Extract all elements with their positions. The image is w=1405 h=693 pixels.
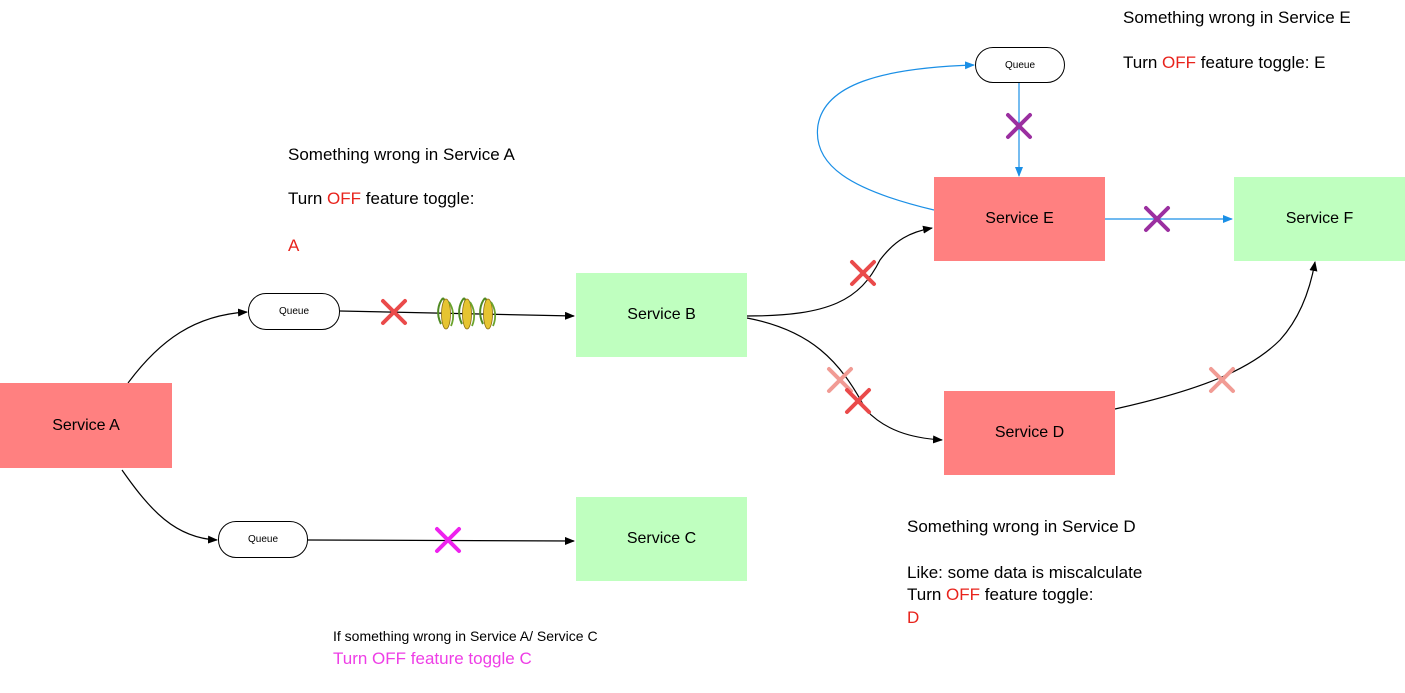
service-b-node: Service B	[576, 273, 747, 357]
service-a-node: Service A	[0, 383, 172, 468]
note-service-e-title: Something wrong in Service E	[1123, 8, 1351, 27]
cross-icon	[827, 367, 853, 393]
off-text: OFF	[1162, 53, 1197, 72]
note-service-a-title: Something wrong in Service A	[288, 145, 515, 164]
note-text: Turn	[288, 189, 328, 208]
service-f-node: Service F	[1234, 177, 1405, 261]
note-service-d-detail: Like: some data is miscalculate	[907, 563, 1143, 582]
edge-a-to-queue-bottom	[121, 469, 218, 544]
queue-label: Queue	[247, 534, 279, 545]
note-service-d-toggle-line: Turn OFF feature toggle:	[907, 586, 1093, 603]
edge-e-loop-to-queue	[816, 61, 975, 211]
note-service-d-toggle-name: D	[907, 608, 920, 627]
cross-icon	[435, 527, 461, 553]
queue-label: Queue	[278, 306, 310, 317]
edge-d-to-f	[1114, 261, 1318, 410]
note-service-c-toggle: Turn OFF feature toggle C	[333, 649, 532, 668]
cross-icon	[1144, 206, 1170, 232]
service-a-label: Service A	[52, 416, 120, 434]
note-service-a-toggle-name: A	[288, 236, 300, 255]
note-service-d-title: Something wrong in Service D	[907, 517, 1136, 536]
off-text: OFF	[327, 189, 362, 208]
cross-icon	[1006, 113, 1032, 139]
note-text: feature toggle:	[980, 585, 1094, 604]
queue-a-to-c: Queue	[218, 521, 308, 558]
service-c-node: Service C	[576, 497, 747, 581]
note-service-a-toggle-line: Turn OFF feature toggle:	[288, 190, 474, 207]
corn-icon	[437, 297, 455, 330]
note-text: feature toggle:	[361, 189, 475, 208]
queue-e-loop: Queue	[975, 47, 1065, 83]
edge-b-to-d	[746, 317, 943, 444]
cross-icon	[381, 299, 407, 325]
service-d-label: Service D	[994, 424, 1065, 441]
service-e-node: Service E	[934, 177, 1105, 261]
queue-a-to-b: Queue	[248, 293, 340, 330]
service-b-label: Service B	[627, 306, 696, 323]
queue-label: Queue	[1004, 59, 1036, 71]
corn-icon	[458, 297, 476, 330]
service-f-label: Service F	[1285, 210, 1354, 227]
corn-icon	[479, 297, 497, 330]
edge-queue-to-service-b	[339, 310, 575, 320]
cross-icon	[1209, 367, 1235, 393]
off-text: OFF	[946, 585, 981, 604]
note-text: feature toggle: E	[1196, 53, 1326, 72]
note-text: Turn	[907, 585, 947, 604]
edge-b-to-e	[746, 225, 933, 317]
service-e-label: Service E	[985, 210, 1054, 227]
note-text: Turn	[1123, 53, 1163, 72]
edge-queue-to-service-c	[307, 536, 575, 545]
service-d-node: Service D	[944, 391, 1115, 475]
service-c-label: Service C	[626, 530, 697, 547]
note-service-c-title: If something wrong in Service A/ Service…	[333, 628, 598, 644]
note-service-e-toggle-line: Turn OFF feature toggle: E	[1123, 54, 1326, 71]
cross-icon	[845, 388, 871, 414]
edge-a-to-queue-top	[127, 308, 248, 384]
cross-icon	[850, 260, 876, 286]
